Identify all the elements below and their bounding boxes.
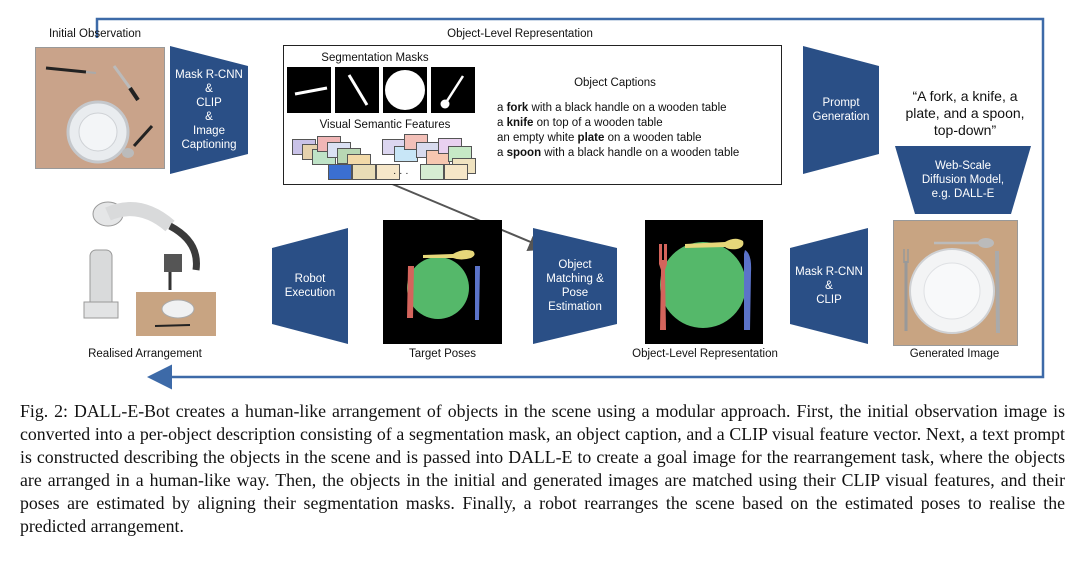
robot-execution-block xyxy=(272,228,348,344)
object-captions-list: a fork with a black handle on a wooden t… xyxy=(497,101,739,161)
object-level-representation-title: Object-Level Representation xyxy=(447,28,593,40)
segmentation-masks-label: Segmentation Masks xyxy=(321,52,429,64)
prompt-generation-block xyxy=(803,46,879,174)
figure-caption: Fig. 2: DALL-E-Bot creates a human-like … xyxy=(20,401,1065,536)
diffusion-model-text: Web-Scale Diffusion Model, e.g. DALL-E xyxy=(921,160,1005,200)
maskrcnn-clip-captioning-text: Mask R-CNN & CLIP & Image Captioning xyxy=(175,69,243,151)
maskrcnn-clip-text: Mask R-CNN & CLIP xyxy=(795,266,863,306)
caption-plate: an empty white plate on a wooden table xyxy=(497,132,702,144)
visual-semantic-features-label: Visual Semantic Features xyxy=(319,119,451,131)
object-captions-title: Object Captions xyxy=(574,77,656,89)
prompt-text: “A fork, a knife, a plate, and a spoon, … xyxy=(905,88,1025,138)
maskrcnn-clip-block xyxy=(790,228,868,344)
realised-arrangement-photo xyxy=(70,190,220,340)
object-matching-text: Object Matching & Pose Estimation xyxy=(546,259,604,313)
initial-observation-photo xyxy=(35,47,165,169)
caption-spoon: a spoon with a black handle on a wooden … xyxy=(497,147,740,159)
realised-arrangement-label: Realised Arrangement xyxy=(88,348,202,360)
object-level-representation-label: Object-Level Representation xyxy=(632,348,778,360)
visual-semantic-feature-tiles xyxy=(292,134,482,180)
diffusion-model-block xyxy=(895,146,1031,214)
target-poses-image xyxy=(383,220,502,344)
caption-knife: a knife on top of a wooden table xyxy=(497,117,663,129)
object-matching-block xyxy=(533,228,617,344)
flow-loop-arrow xyxy=(95,17,1045,390)
segmentation-masks xyxy=(287,67,477,120)
prompt-generation-text: Prompt Generation xyxy=(812,97,870,123)
generated-image-label: Generated Image xyxy=(909,348,1000,360)
features-ellipsis: · · · xyxy=(393,168,409,179)
object-level-representation-image xyxy=(645,220,763,344)
caption-fork: a fork with a black handle on a wooden t… xyxy=(497,102,727,114)
robot-execution-text: Robot Execution xyxy=(284,273,336,299)
target-poses-label: Target Poses xyxy=(408,348,477,360)
initial-observation-label: Initial Observation xyxy=(48,28,142,40)
generated-image-photo xyxy=(893,220,1018,346)
maskrcnn-clip-captioning-block xyxy=(170,46,248,174)
